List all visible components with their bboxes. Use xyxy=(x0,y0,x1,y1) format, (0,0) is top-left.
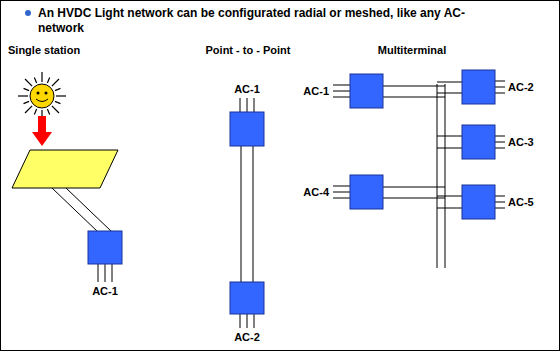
sun-ray xyxy=(18,95,28,96)
ac-network-label: AC-1 xyxy=(303,85,329,98)
sun-ray xyxy=(34,109,36,115)
sun-ray xyxy=(56,95,66,96)
ac-network-label: AC-2 xyxy=(508,81,534,94)
ac-network-label: AC-1 xyxy=(234,83,260,96)
sun-ray xyxy=(25,106,32,113)
ac-network-label: AC-2 xyxy=(234,331,260,344)
slide-title: An HVDC Light network can be configurate… xyxy=(38,6,483,36)
sun-ray xyxy=(25,79,32,86)
section-heading: Point - to - Point xyxy=(206,44,291,57)
ac-network-label: AC-5 xyxy=(508,196,534,209)
sun-ray xyxy=(52,79,59,86)
section-heading: Multiterminal xyxy=(378,44,446,57)
ac-network-label: AC-1 xyxy=(92,285,118,298)
sun-ray xyxy=(47,109,49,115)
sun-ray xyxy=(24,88,30,90)
sun-ray xyxy=(55,88,61,90)
sun-ray xyxy=(34,78,36,84)
sun-ray xyxy=(41,72,42,82)
ac-network-label: AC-4 xyxy=(303,186,329,199)
sun-ray xyxy=(55,101,61,103)
sun-ray xyxy=(24,101,30,103)
ac-network-label: AC-3 xyxy=(508,136,534,149)
sun-ray xyxy=(47,78,49,84)
sun-ray xyxy=(52,106,59,113)
section-heading: Single station xyxy=(8,44,80,57)
